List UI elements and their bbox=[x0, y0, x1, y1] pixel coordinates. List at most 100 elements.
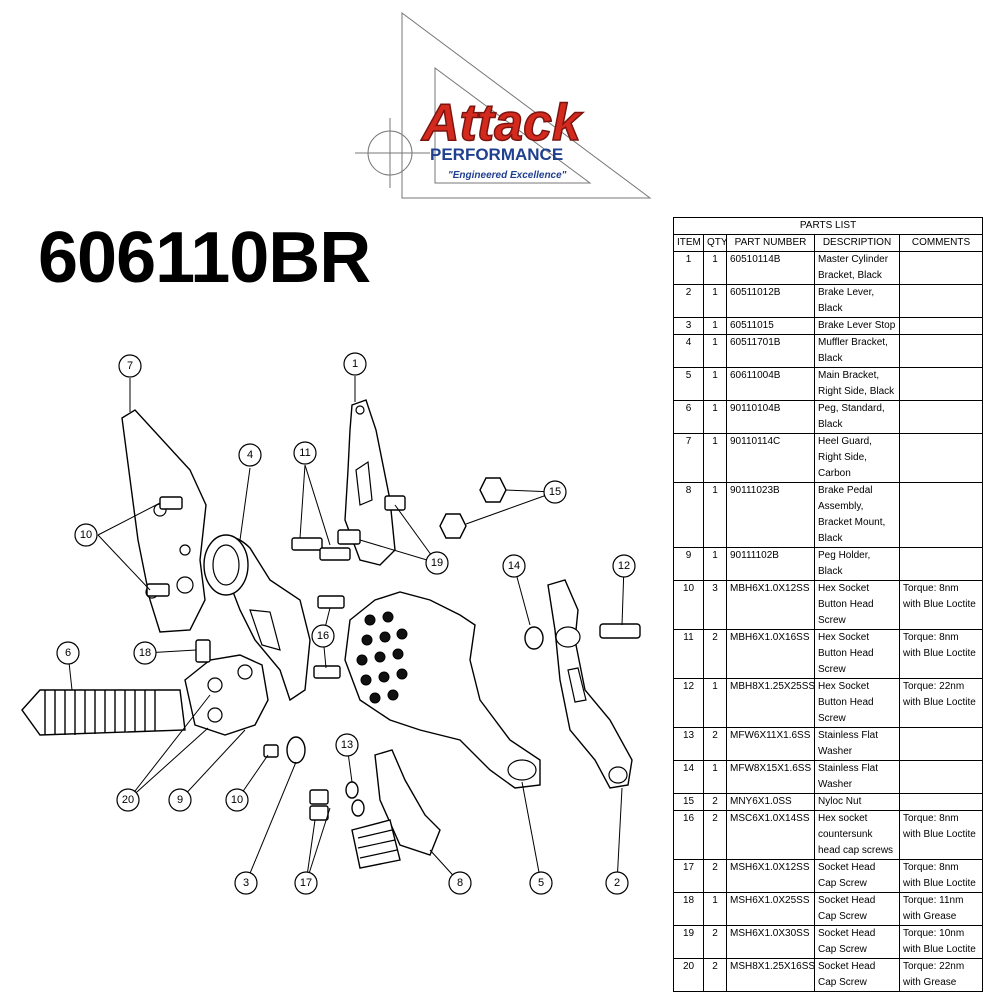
cell-description: Socket Head Cap Screw bbox=[814, 892, 900, 926]
heel-guard-part bbox=[121, 409, 207, 633]
cell-part-number: 90110114C bbox=[726, 433, 815, 483]
cell-description: Brake Pedal Assembly, Bracket Mount, Bla… bbox=[814, 482, 900, 548]
callout-6: 6 bbox=[56, 641, 80, 665]
cell-part-number: 90110104B bbox=[726, 400, 815, 434]
parts-list-title: PARTS LIST bbox=[672, 217, 984, 235]
cell-item: 20 bbox=[673, 958, 704, 992]
cell-comments bbox=[898, 547, 984, 581]
attack-performance-logo: Attack PERFORMANCE "Engineered Excellenc… bbox=[355, 12, 652, 199]
cell-comments bbox=[898, 793, 984, 811]
brake-lever-part bbox=[547, 579, 633, 789]
cell-comments: Torque: 10nm with Blue Loctite bbox=[898, 925, 984, 959]
svg-text:17: 17 bbox=[300, 877, 312, 889]
callout-10-lower: 10 bbox=[225, 788, 249, 812]
cell-description: Main Bracket, Right Side, Black bbox=[814, 367, 900, 401]
svg-text:10: 10 bbox=[231, 794, 243, 806]
cell-description: Muffler Bracket, Black bbox=[814, 334, 900, 368]
callout-7: 7 bbox=[118, 354, 142, 378]
cell-qty: 1 bbox=[703, 334, 727, 368]
cell-part-number: 60510114B bbox=[726, 251, 815, 285]
cell-part-number: MFW6X11X1.6SS bbox=[726, 727, 815, 761]
cell-qty: 1 bbox=[703, 367, 727, 401]
cell-comments: Torque: 8nm with Blue Loctite bbox=[898, 810, 984, 860]
cell-qty: 1 bbox=[703, 317, 727, 335]
cell-comments: Torque: 8nm with Blue Loctite bbox=[898, 629, 984, 679]
cell-item: 8 bbox=[673, 482, 704, 548]
cell-description: Peg, Standard, Black bbox=[814, 400, 900, 434]
cell-description: Socket Head Cap Screw bbox=[814, 859, 900, 893]
svg-text:2: 2 bbox=[614, 877, 620, 889]
cell-item: 7 bbox=[673, 433, 704, 483]
fasteners bbox=[146, 477, 641, 821]
callout-10-upper: 10 bbox=[74, 523, 98, 547]
header-comments: COMMENTS bbox=[898, 234, 984, 252]
cell-item: 9 bbox=[673, 547, 704, 581]
cell-description: Hex Socket Button Head Screw bbox=[814, 629, 900, 679]
callout-3: 3 bbox=[234, 871, 258, 895]
exploded-parts-diagram: 7 1 4 11 15 10 19 14 12 16 18 6 13 20 9 … bbox=[21, 352, 641, 895]
cell-part-number: MNY6X1.0SS bbox=[726, 793, 815, 811]
callout-4: 4 bbox=[238, 443, 262, 467]
callout-16: 16 bbox=[311, 624, 335, 648]
svg-text:15: 15 bbox=[549, 486, 561, 498]
logo-subtitle-text: PERFORMANCE bbox=[430, 145, 563, 164]
cell-item: 14 bbox=[673, 760, 704, 794]
svg-text:8: 8 bbox=[457, 877, 463, 889]
cell-part-number: MSH6X1.0X25SS bbox=[726, 892, 815, 926]
cell-description: Brake Lever, Black bbox=[814, 284, 900, 318]
cell-description: Heel Guard, Right Side, Carbon bbox=[814, 433, 900, 483]
cell-item: 16 bbox=[673, 810, 704, 860]
cell-qty: 1 bbox=[703, 678, 727, 728]
cell-qty: 2 bbox=[703, 793, 727, 811]
cell-comments bbox=[898, 284, 984, 318]
svg-text:6: 6 bbox=[65, 647, 71, 659]
cell-qty: 1 bbox=[703, 892, 727, 926]
svg-text:3: 3 bbox=[243, 877, 249, 889]
cell-item: 5 bbox=[673, 367, 704, 401]
cell-qty: 2 bbox=[703, 925, 727, 959]
cell-qty: 3 bbox=[703, 580, 727, 630]
cell-part-number: MBH6X1.0X12SS bbox=[726, 580, 815, 630]
parts-list-table: PARTS LIST ITEM QTY PART NUMBER DESCRIPT… bbox=[672, 217, 984, 992]
cell-comments bbox=[898, 367, 984, 401]
cell-part-number: MBH6X1.0X16SS bbox=[726, 629, 815, 679]
brake-pedal-part bbox=[374, 749, 441, 856]
cell-description: Hex Socket Button Head Screw bbox=[814, 678, 900, 728]
cell-qty: 1 bbox=[703, 760, 727, 794]
peg-part bbox=[21, 689, 186, 736]
svg-text:18: 18 bbox=[139, 647, 151, 659]
cell-comments bbox=[898, 760, 984, 794]
cell-qty: 1 bbox=[703, 251, 727, 285]
cell-comments bbox=[898, 334, 984, 368]
cell-part-number: 60511012B bbox=[726, 284, 815, 318]
cell-item: 18 bbox=[673, 892, 704, 926]
cell-part-number: 90111023B bbox=[726, 482, 815, 548]
cell-part-number: 60511701B bbox=[726, 334, 815, 368]
cell-description: Stainless Flat Washer bbox=[814, 727, 900, 761]
header-description: DESCRIPTION bbox=[814, 234, 900, 252]
cell-qty: 1 bbox=[703, 284, 727, 318]
cell-part-number: 60611004B bbox=[726, 367, 815, 401]
cell-description: Master Cylinder Bracket, Black bbox=[814, 251, 900, 285]
callout-8: 8 bbox=[448, 871, 472, 895]
drafting-graphic bbox=[355, 12, 652, 199]
cell-description: Brake Lever Stop bbox=[814, 317, 900, 335]
callout-11: 11 bbox=[293, 441, 317, 465]
cell-comments bbox=[898, 251, 984, 285]
